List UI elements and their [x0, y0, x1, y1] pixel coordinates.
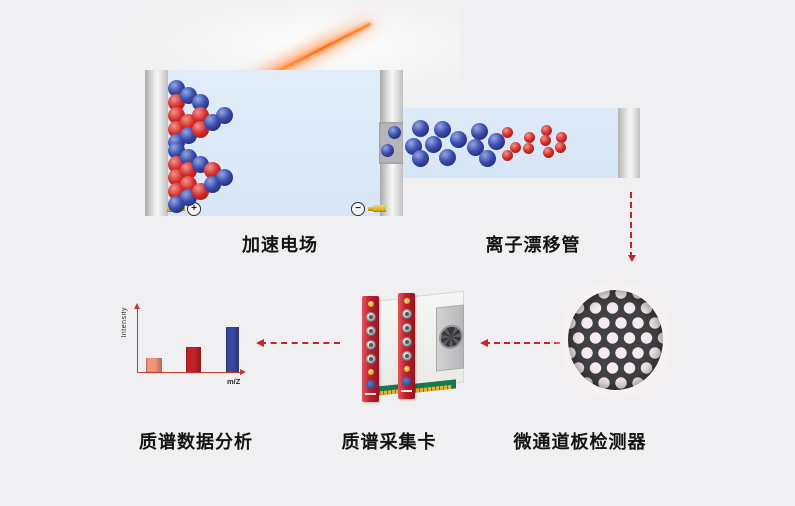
spectrum-bar: [186, 347, 201, 372]
ion-sphere-b: [216, 169, 233, 186]
spectrum-x-axis: [137, 368, 246, 375]
label-daq-card: 质谱采集卡: [341, 432, 437, 452]
daq-cards: [348, 286, 480, 416]
ion-sphere-b: [487, 132, 505, 150]
ion-sphere-b: [192, 93, 209, 111]
ion-sphere-r: [554, 141, 566, 153]
ion-sphere-b: [449, 130, 467, 148]
ion-sphere-b: [470, 122, 488, 140]
spectrum-y-axis-label: Intensity: [121, 307, 128, 338]
spectrum-bar: [146, 358, 162, 372]
spectrum-bar: [226, 327, 239, 372]
ion-sphere-b: [424, 135, 442, 153]
ion-sphere-b: [411, 149, 429, 167]
ion-sphere-r: [555, 131, 567, 143]
ion-drift-tube: [403, 108, 640, 178]
left-electrode: [145, 70, 168, 216]
ion-sphere-b: [433, 120, 451, 138]
spectrum-x-axis-label: m/Z: [227, 377, 241, 386]
arrow-detector-to-daq: [480, 339, 560, 347]
ion-sphere-r: [539, 134, 551, 146]
ion-sphere-r: [501, 126, 513, 138]
arrow-daq-to-analysis: [256, 339, 340, 347]
daq-card-back-bracket: [398, 293, 415, 399]
ion-sphere-b: [466, 138, 484, 156]
ion-sphere-b: [216, 107, 233, 124]
label-acceleration-field: 加速电场: [242, 235, 318, 255]
ion-sphere-r: [522, 142, 534, 154]
drift-tube-end-cap: [618, 108, 640, 178]
spectrum-bars: [146, 327, 239, 372]
ion-sphere-b: [411, 119, 429, 137]
label-drift-tube: 离子漂移管: [485, 235, 581, 255]
ion-sphere-r: [542, 146, 554, 158]
ion-sphere-b: [478, 149, 496, 167]
ion-sphere-b: [387, 125, 401, 139]
ion-sphere-r: [501, 149, 513, 161]
negative-lead-connector: [368, 205, 386, 212]
label-data-analysis: 质谱数据分析: [139, 432, 253, 452]
spectrum-y-axis: [133, 303, 140, 373]
microchannel-plate-detector: [568, 290, 663, 390]
ion-sphere-r: [540, 124, 552, 136]
ion-sphere-b: [380, 143, 394, 157]
arrow-tube-to-detector: [628, 192, 636, 262]
daq-card-front-bracket: [362, 296, 379, 402]
label-mcp-detector: 微通道板检测器: [513, 432, 647, 452]
ion-sphere-r: [523, 131, 535, 143]
ion-sphere-b: [438, 148, 456, 166]
ion-sphere-r: [509, 141, 521, 153]
negative-terminal: −: [351, 202, 365, 216]
